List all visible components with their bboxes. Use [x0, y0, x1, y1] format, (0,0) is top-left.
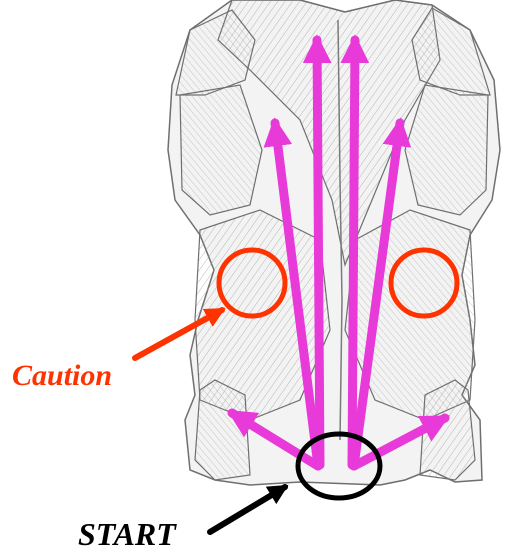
back-muscles-illustration — [168, 0, 500, 485]
start-pointer-arrow — [210, 487, 285, 532]
arrow-up-center-right — [352, 40, 355, 465]
arrow-up-center-left — [317, 40, 320, 465]
start-label: START — [78, 516, 177, 552]
caution-label: Caution — [12, 359, 112, 392]
lower-back-left — [195, 380, 250, 480]
